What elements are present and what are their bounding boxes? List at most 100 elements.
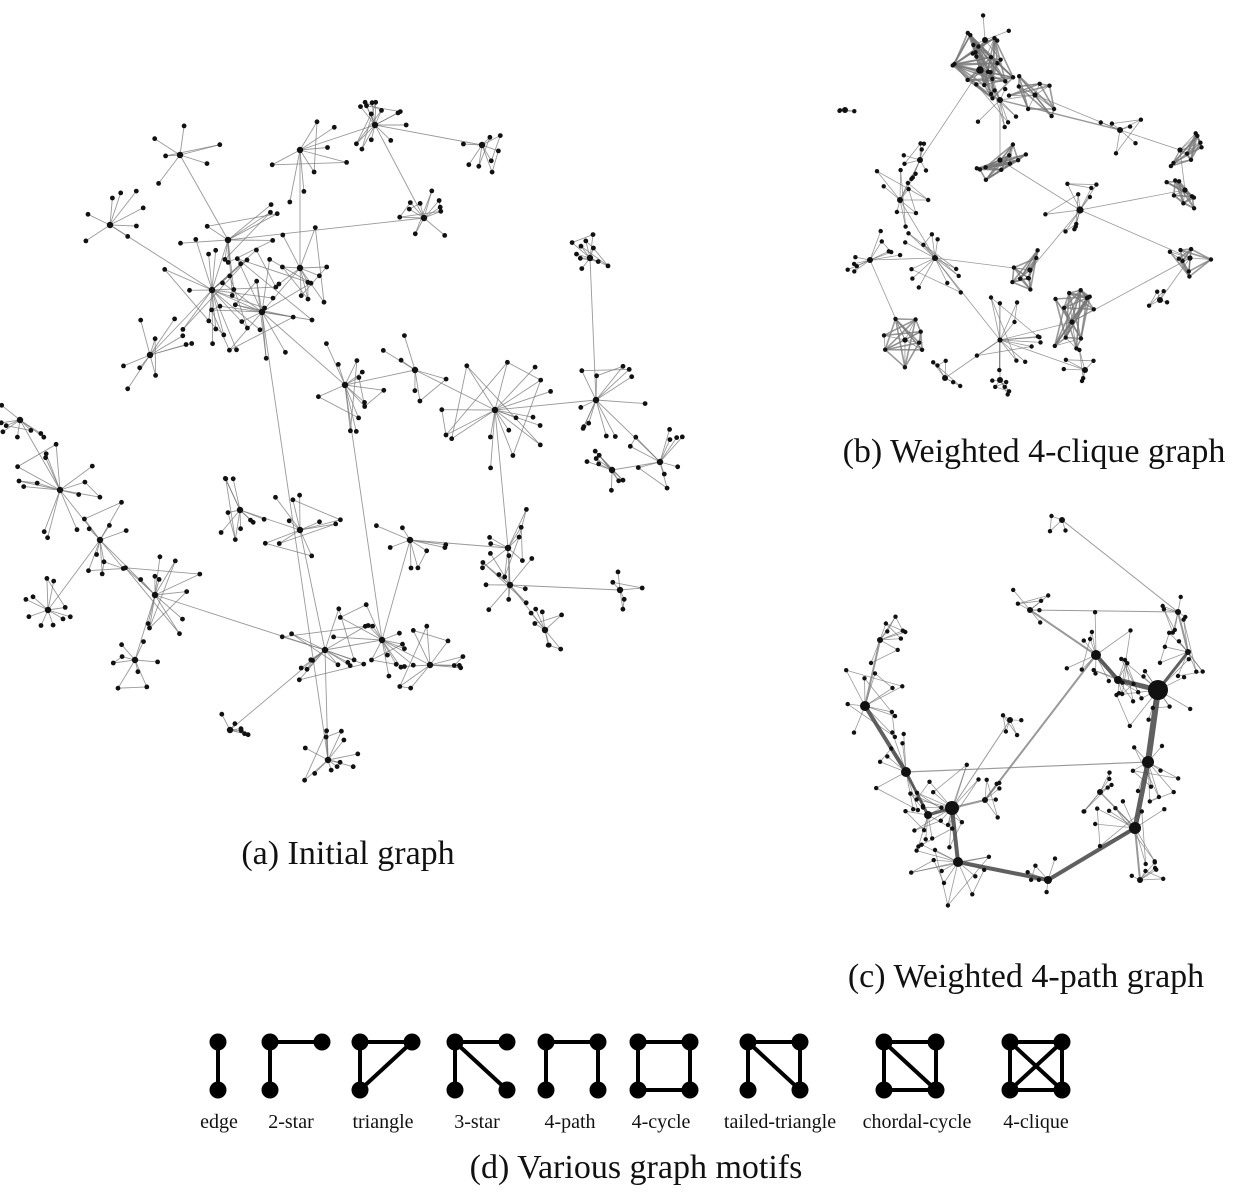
graph-edge xyxy=(365,604,383,641)
graph-edge xyxy=(1011,267,1015,283)
graph-node xyxy=(125,386,131,392)
graph-node xyxy=(135,669,141,675)
graph-node xyxy=(296,526,304,534)
graph-edge xyxy=(1186,132,1197,154)
graph-node xyxy=(38,431,44,436)
graph-node xyxy=(101,559,107,565)
graph-edge xyxy=(149,591,188,629)
graph-edge xyxy=(494,409,534,418)
graph-edge xyxy=(271,149,301,166)
graph-node xyxy=(110,195,115,201)
graph-edge xyxy=(944,339,1001,379)
graph-node xyxy=(595,259,601,264)
graph-node xyxy=(939,805,944,810)
graph-node xyxy=(267,257,272,262)
graph-edge xyxy=(588,399,597,424)
graph-edge xyxy=(1012,281,1031,291)
graph-node xyxy=(370,623,375,629)
graph-edge xyxy=(571,234,594,244)
graph-node xyxy=(254,247,259,253)
graph-edge xyxy=(451,365,468,439)
motif-node xyxy=(791,1081,809,1099)
graph-node xyxy=(213,326,219,332)
graph-node xyxy=(163,153,169,159)
graph-node xyxy=(916,844,921,849)
graph-node xyxy=(889,709,895,715)
graph-node xyxy=(1010,279,1015,285)
graph-node xyxy=(1139,696,1144,701)
graph-node xyxy=(559,612,564,618)
graph-edge xyxy=(46,578,66,608)
graph-node xyxy=(424,623,430,629)
graph-node xyxy=(1200,669,1205,674)
caption-initial-graph: (a) Initial graph xyxy=(241,835,454,872)
graph-node xyxy=(328,767,334,773)
graph-node xyxy=(146,351,154,359)
graph-edge xyxy=(381,639,431,666)
graph-node xyxy=(1051,106,1057,112)
graph-node xyxy=(333,521,339,527)
graph-edge xyxy=(211,289,274,299)
graph-edge xyxy=(494,409,509,549)
graph-node xyxy=(172,558,178,564)
graph-edge xyxy=(367,625,383,641)
graph-edge xyxy=(904,143,921,165)
graph-node xyxy=(596,461,602,467)
graph-edge xyxy=(1064,293,1070,338)
graph-node xyxy=(89,463,95,469)
graph-node xyxy=(337,759,343,765)
graph-node xyxy=(489,169,495,175)
graph-edge xyxy=(999,339,1086,371)
graph-node xyxy=(1073,224,1078,229)
graph-node xyxy=(974,82,979,87)
graph-node xyxy=(1044,876,1052,884)
graph-edge xyxy=(919,331,923,350)
graph-edge xyxy=(869,230,882,261)
graph-node xyxy=(41,529,47,535)
graph-node xyxy=(321,646,329,654)
graph-node xyxy=(397,214,403,220)
graph-node xyxy=(359,146,365,152)
graph-node xyxy=(225,510,231,515)
graph-node xyxy=(1036,877,1042,882)
graph-node xyxy=(913,171,918,176)
graph-node xyxy=(982,37,988,43)
graph-node xyxy=(930,836,935,841)
graph-node xyxy=(227,273,233,279)
graph-edge xyxy=(125,567,200,575)
graph-node xyxy=(918,141,923,146)
graph-node xyxy=(15,464,20,470)
graph-node xyxy=(0,402,5,408)
graph-node xyxy=(1016,84,1021,89)
graph-node xyxy=(608,466,616,474)
graph-edge xyxy=(982,15,986,41)
graph-node xyxy=(621,596,627,602)
graph-node xyxy=(1132,745,1137,750)
graph-edge xyxy=(414,369,496,411)
graph-edge xyxy=(977,99,1001,122)
graph-node xyxy=(397,684,403,689)
graph-node xyxy=(945,801,959,815)
motif-node xyxy=(589,1081,607,1099)
graph-node xyxy=(261,516,267,522)
graph-node xyxy=(406,536,414,544)
graph-node xyxy=(983,177,989,182)
graph-edge xyxy=(933,859,945,884)
graph-edge xyxy=(340,604,367,618)
graph-edge xyxy=(990,72,995,91)
graph-node xyxy=(852,269,857,274)
graph-edge xyxy=(1163,609,1176,631)
graph-node xyxy=(1006,389,1012,394)
graph-node xyxy=(269,162,275,168)
graph-node xyxy=(852,109,857,114)
graph-edge xyxy=(612,581,643,589)
graph-edge xyxy=(984,30,1009,41)
graph-edge xyxy=(845,670,866,707)
graph-node xyxy=(268,209,273,215)
graph-edge xyxy=(59,481,86,491)
graph-node xyxy=(0,420,4,426)
graph-node xyxy=(620,363,626,369)
graph-edge xyxy=(596,365,624,377)
graph-node xyxy=(368,137,374,143)
graph-node xyxy=(457,663,462,668)
